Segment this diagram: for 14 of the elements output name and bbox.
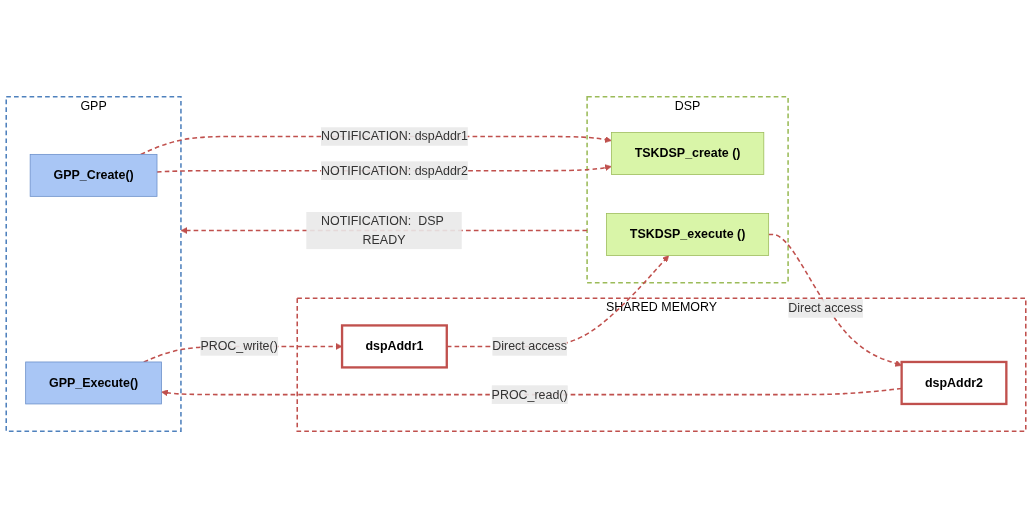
node-box: GPP_Execute() bbox=[25, 361, 162, 405]
edge-label: NOTIFICATION: DSP READY bbox=[321, 214, 444, 247]
arrow bbox=[767, 233, 902, 367]
node-box: TSKDSP_execute () bbox=[606, 213, 770, 256]
edge-label: Direct access bbox=[492, 339, 567, 353]
node-box: GPP_Create() bbox=[29, 154, 158, 197]
node-box: dspAddr2 bbox=[900, 360, 1008, 406]
edge-label: PROC_write() bbox=[200, 339, 278, 353]
node-box: TSKDSP_create () bbox=[611, 132, 765, 175]
node-box: dspAddr1 bbox=[340, 324, 448, 369]
edge-label: NOTIFICATION: dspAddr1 bbox=[320, 129, 468, 143]
edge-label: NOTIFICATION: dspAddr2 bbox=[320, 163, 468, 177]
edge-label: PROC_read() bbox=[491, 387, 568, 401]
edge-label: Direct access bbox=[788, 301, 863, 315]
